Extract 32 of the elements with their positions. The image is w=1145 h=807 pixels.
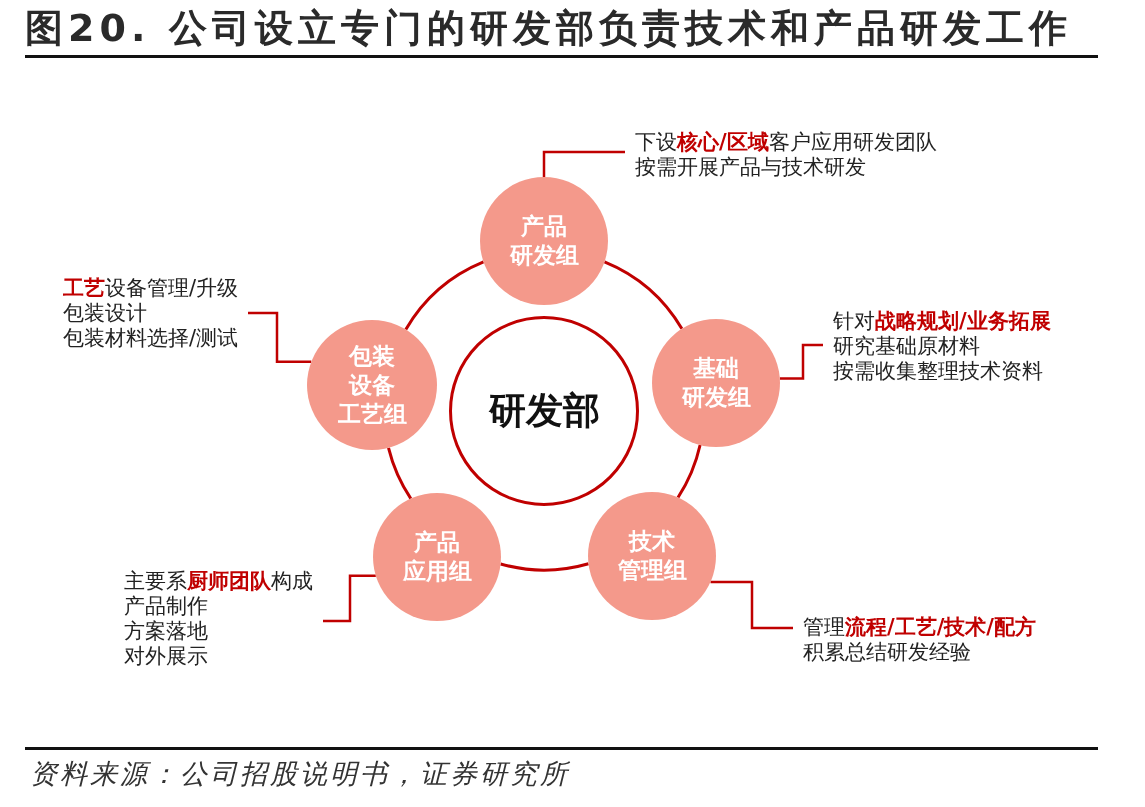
ring-arc [500, 562, 589, 572]
annotation-text: 工艺设备管理/升级 [62, 276, 238, 301]
annotation-text: 积累总结研发经验 [803, 640, 972, 665]
ring-arc [404, 260, 485, 331]
leader-line [779, 343, 823, 380]
source-note: 资料来源：公司招股说明书，证券研究所 [30, 757, 570, 791]
annotation-text: 方案落地 [124, 619, 209, 644]
annotation-text: 研究基础原材料 [833, 334, 981, 359]
circle-label: 包装设备工艺组 [337, 341, 407, 429]
ring-arc [387, 447, 413, 500]
leader-line [542, 150, 625, 177]
annotation-text: 包装材料选择/测试 [62, 326, 238, 351]
circle-label: 产品研发组 [509, 212, 579, 270]
ring-arc [603, 260, 684, 330]
leader-line [710, 580, 793, 630]
annotation-text: 产品制作 [124, 594, 209, 619]
annotation-text: 针对战略规划/业务拓展 [833, 309, 1051, 334]
leader-line [323, 574, 376, 623]
ring-arc [676, 444, 702, 499]
annotation-text: 管理流程/工艺/技术/配方 [803, 615, 1036, 640]
annotation-text: 对外展示 [124, 644, 209, 669]
circle-label: 基础研发组 [681, 354, 751, 412]
annotation-text: 主要系厨师团队构成 [124, 569, 313, 594]
annotation-text: 下设核心/区域客户应用研发团队 [635, 130, 937, 155]
annotation-text: 按需开展产品与技术研发 [635, 155, 867, 180]
title: 图20. 公司设立专门的研发部负责技术和产品研发工作 [25, 5, 1072, 52]
annotation-text: 包装设计 [62, 301, 148, 326]
leader-line [248, 311, 312, 363]
circle-label: 技术管理组 [617, 527, 687, 585]
annotation-text: 按需收集整理技术资料 [833, 359, 1044, 384]
circle-label: 研发部 [488, 389, 600, 433]
circle-label: 产品应用组 [402, 528, 472, 586]
